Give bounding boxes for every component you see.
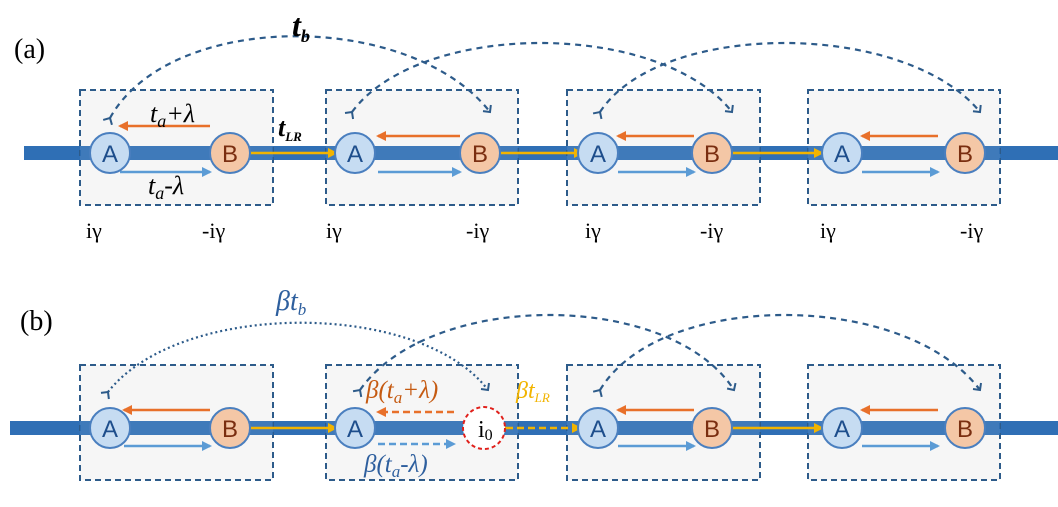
node-a: A (577, 132, 619, 174)
svg-text:A: A (590, 416, 606, 443)
beta-tb-arc-dotted (100, 321, 490, 400)
impurity-node: i0 (462, 406, 506, 450)
svg-text:A: A (102, 141, 118, 168)
loss-label: -iγ (466, 218, 489, 243)
node-a: A (334, 407, 376, 449)
node-b: B (459, 132, 501, 174)
svg-text:B: B (957, 141, 973, 168)
tb-arc (344, 41, 734, 120)
svg-text:B: B (222, 416, 238, 443)
svg-text:i0: i0 (478, 417, 493, 444)
tb-arc (592, 41, 982, 120)
node-a: A (334, 132, 376, 174)
svg-text:A: A (834, 416, 850, 443)
beta-upper-hop-label: β(ta+λ) (365, 377, 438, 407)
lower-hop-label: ta-λ (148, 171, 184, 203)
svg-text:A: A (102, 416, 118, 443)
loss-label: -iγ (202, 218, 225, 243)
upper-hop-label: ta+λ (150, 99, 195, 131)
svg-text:A: A (347, 416, 363, 443)
gain-label: iγ (585, 218, 601, 243)
tb-arc (592, 314, 982, 398)
beta-tlr-label: βtLR (515, 378, 550, 405)
node-a: A (89, 132, 131, 174)
svg-text:A: A (347, 141, 363, 168)
svg-text:B: B (704, 141, 720, 168)
svg-text:B: B (472, 141, 488, 168)
loss-label: -iγ (960, 218, 983, 243)
node-a: A (821, 407, 863, 449)
panel-a: (a) A (14, 7, 1058, 243)
gain-label: iγ (86, 218, 102, 243)
tb-label: tb (292, 7, 310, 46)
node-b: B (691, 407, 733, 449)
node-b: B (209, 407, 251, 449)
loss-label: -iγ (700, 218, 723, 243)
node-a: A (89, 407, 131, 449)
svg-text:A: A (590, 141, 606, 168)
node-a: A (577, 407, 619, 449)
svg-text:A: A (834, 141, 850, 168)
tb-arc (352, 313, 737, 398)
tlr-label: tLR (278, 113, 302, 144)
node-b: B (944, 407, 986, 449)
node-b: B (209, 132, 251, 174)
node-b: B (691, 132, 733, 174)
panel-b-label: (b) (20, 306, 53, 337)
gain-label: iγ (820, 218, 836, 243)
beta-tb-label: βtb (275, 286, 306, 319)
svg-text:B: B (704, 416, 720, 443)
panel-a-label: (a) (14, 34, 45, 65)
gain-label: iγ (326, 218, 342, 243)
svg-text:B: B (957, 416, 973, 443)
beta-lower-hop-label: β(ta-λ) (363, 451, 428, 481)
panel-b: (b) A B (10, 286, 1058, 481)
svg-text:B: B (222, 141, 238, 168)
node-a: A (821, 132, 863, 174)
node-b: B (944, 132, 986, 174)
